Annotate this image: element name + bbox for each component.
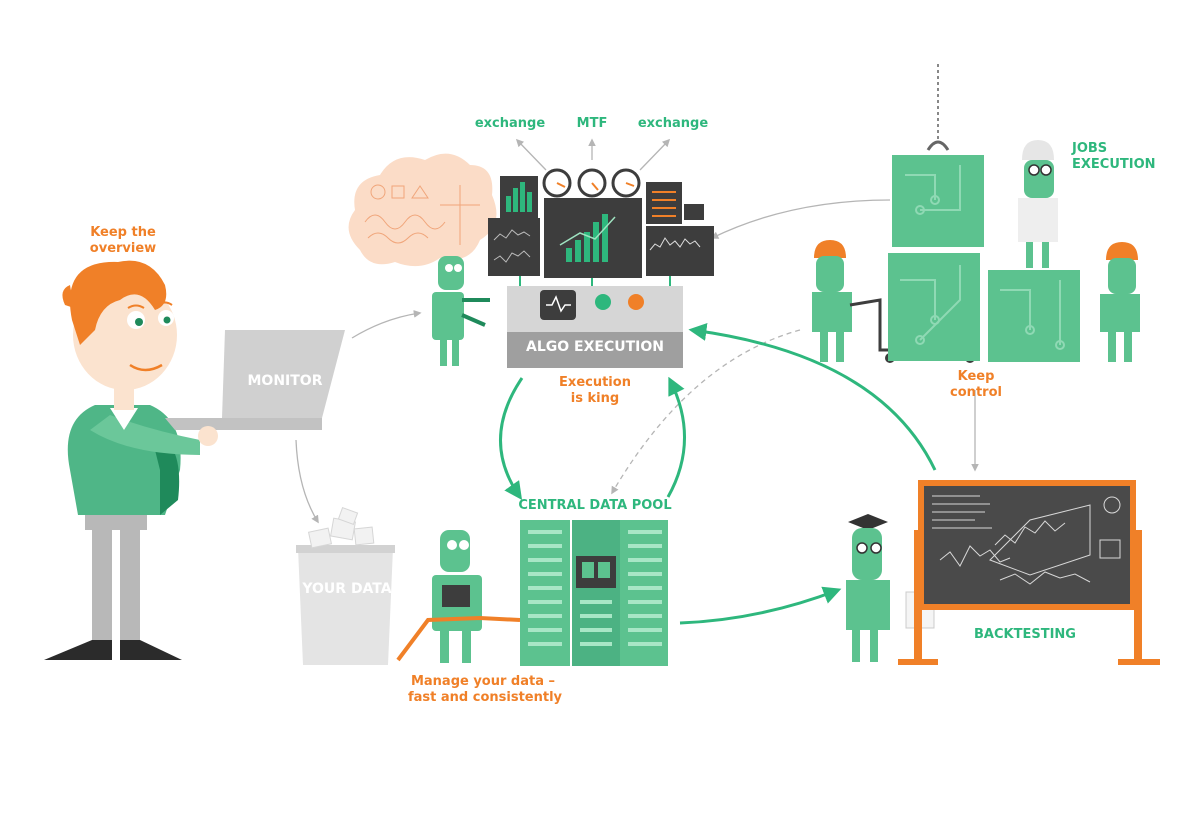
- idea-cloud: [348, 153, 497, 267]
- central-data-pool-label: CENTRAL DATA POOL: [518, 498, 672, 513]
- robot-builder-right: [1100, 242, 1140, 362]
- jobs-execution-line1: JOBS: [1072, 141, 1108, 156]
- backtesting-board: [898, 480, 1160, 665]
- keep-overview-line2: overview: [89, 241, 157, 256]
- person-illustration: [44, 260, 345, 660]
- keep-control-line1: Keep: [957, 369, 995, 384]
- robot-data: [396, 530, 521, 663]
- gray-arrows: [295, 138, 979, 524]
- execution-king-label: Execution is king: [550, 375, 640, 407]
- backtesting-label: BACKTESTING: [974, 627, 1076, 642]
- keep-control-label: Keep control: [940, 369, 1012, 401]
- exchange-left-label: exchange: [474, 116, 546, 131]
- dashed-arrow: [611, 329, 801, 495]
- mtf-label: MTF: [576, 116, 608, 131]
- keep-overview-label: Keep the overview: [78, 225, 168, 257]
- manage-data-label: Manage your data – fast and consistently: [408, 674, 563, 706]
- robot-algo: [432, 256, 490, 366]
- green-arrows: [499, 322, 937, 625]
- exchange-right-label: exchange: [637, 116, 709, 131]
- robot-jobs: [1018, 140, 1058, 268]
- monitor-label: MONITOR: [247, 373, 323, 389]
- jobs-execution-line2: EXECUTION: [1072, 157, 1156, 172]
- manage-data-line2: fast and consistently: [408, 690, 563, 705]
- execution-king-line2: is king: [570, 391, 620, 406]
- data-bin-illustration: [296, 506, 395, 665]
- execution-king-line1: Execution: [559, 375, 631, 390]
- jobs-execution-label: JOBS EXECUTION: [1072, 141, 1162, 173]
- manage-data-line1: Manage your data –: [410, 674, 556, 689]
- data-pool-racks: [520, 520, 668, 666]
- algo-execution-machine: [488, 168, 714, 368]
- keep-overview-line1: Keep the: [90, 225, 156, 240]
- jobs-cubes: [888, 64, 1080, 362]
- algo-execution-label: ALGO EXECUTION: [526, 339, 664, 355]
- keep-control-line2: control: [950, 385, 1002, 400]
- your-data-label: YOUR DATA: [302, 581, 392, 597]
